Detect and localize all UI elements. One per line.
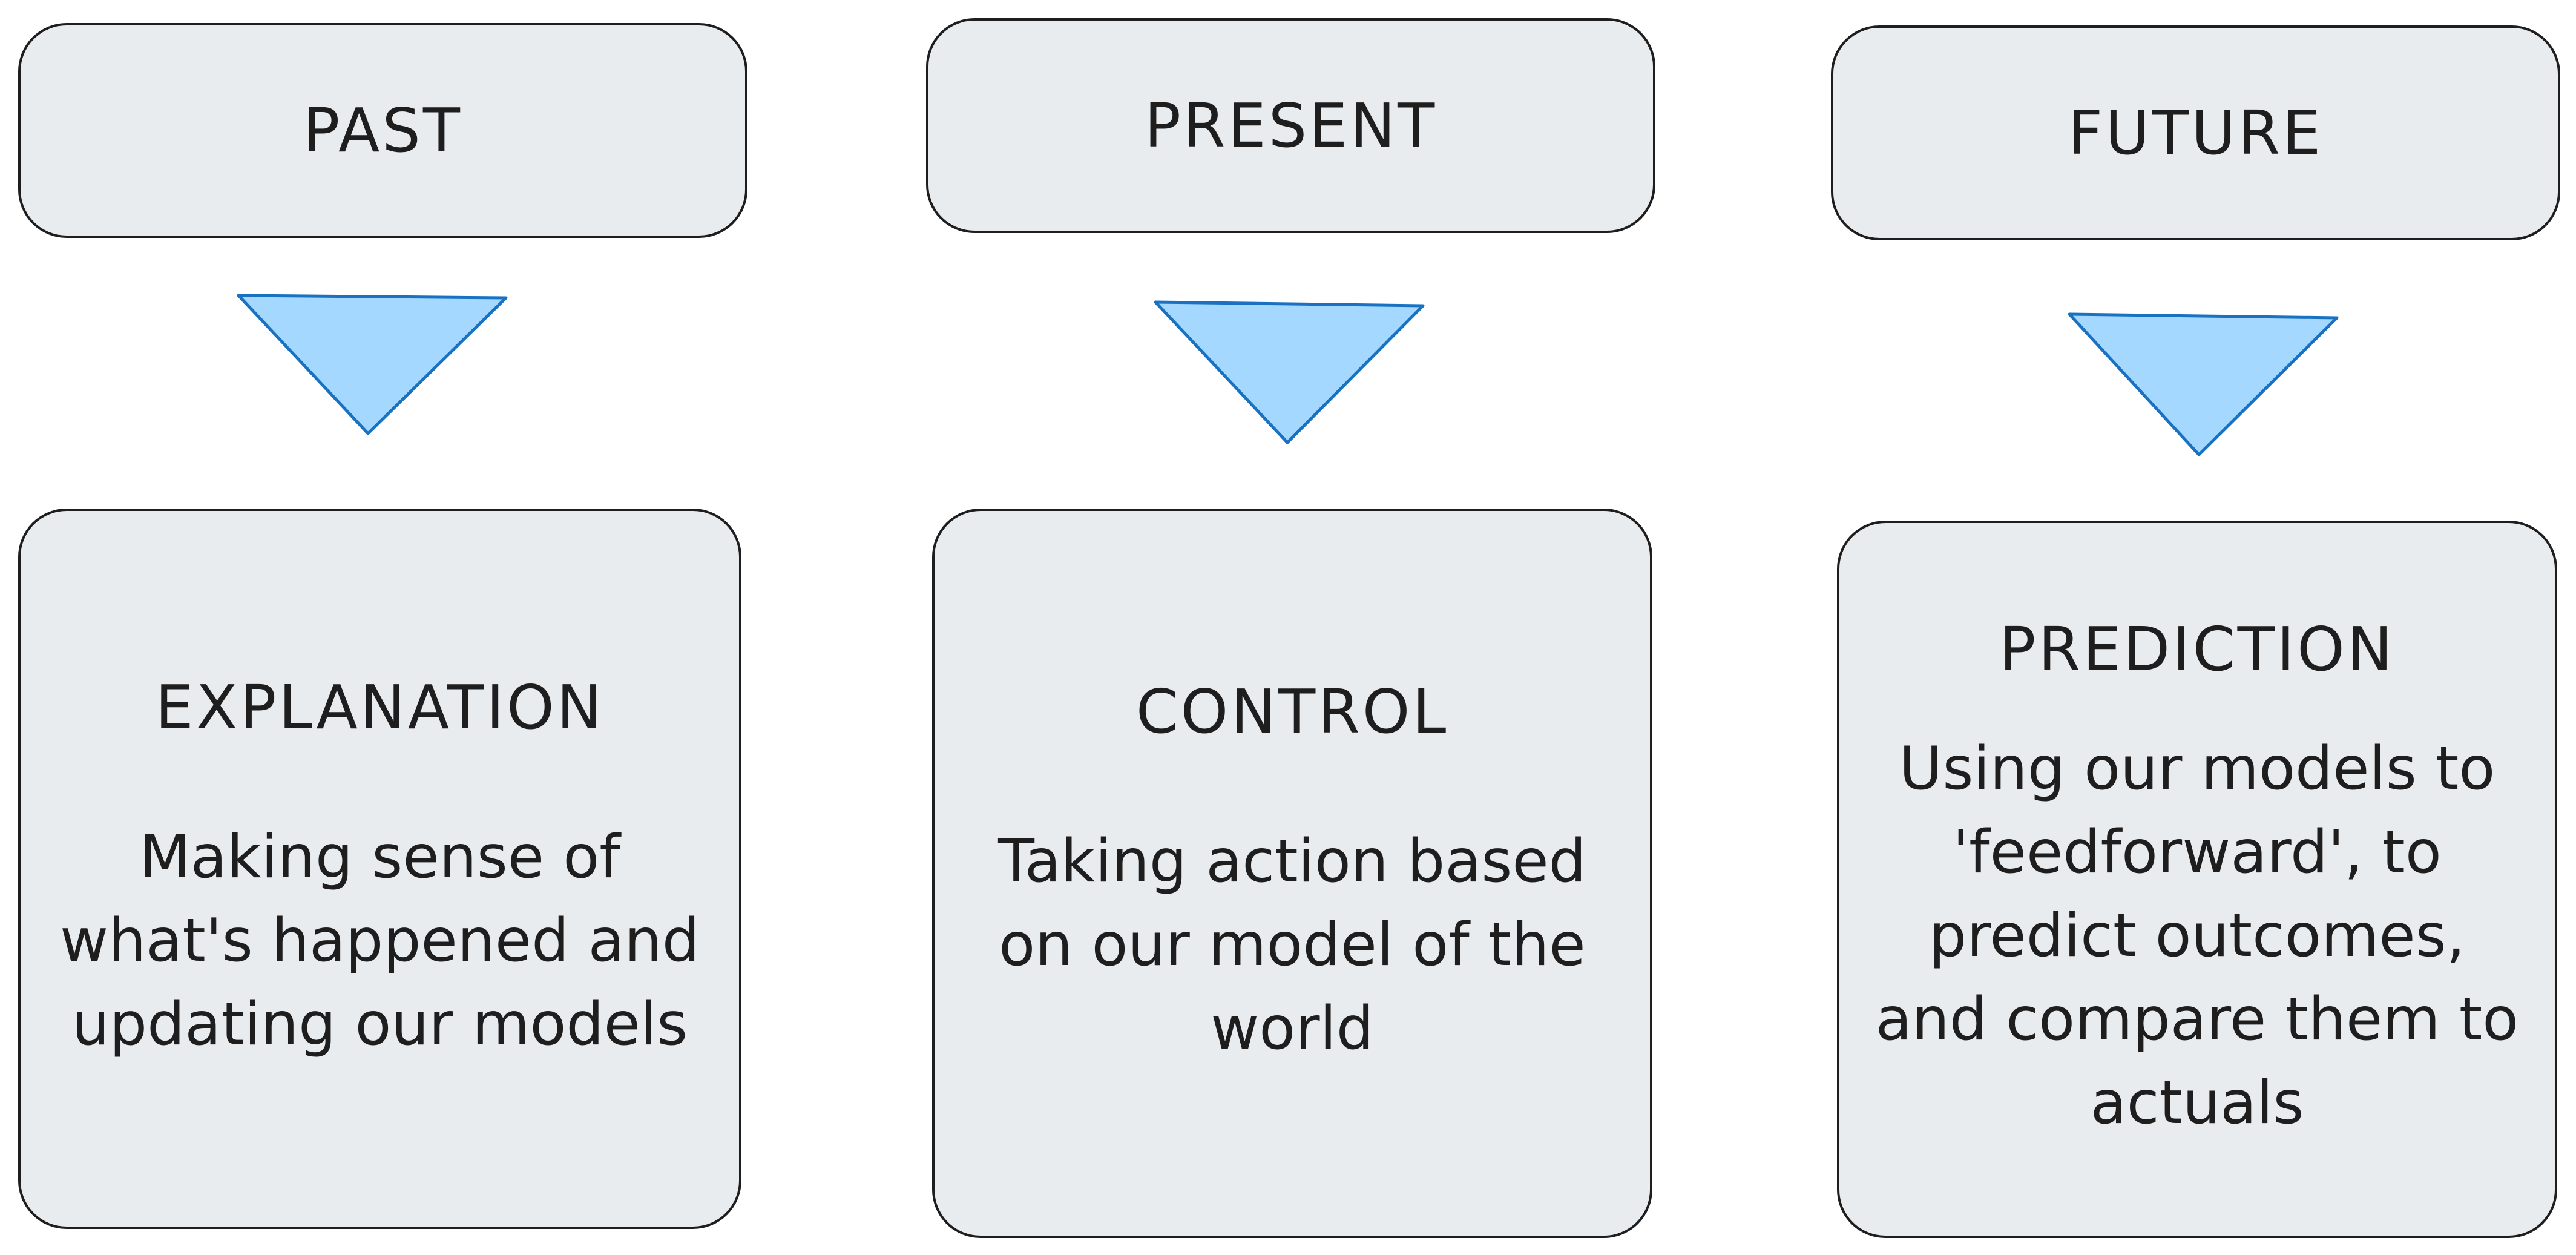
prediction-line: 'feedforward', to (1953, 818, 2442, 887)
present-header-label: PRESENT (1144, 90, 1438, 161)
explanation-description: Making sense of what's happened and upda… (60, 815, 700, 1066)
prediction-description: Using our models to 'feedforward', to pr… (1876, 727, 2519, 1145)
explanation-line: what's happened and (60, 906, 700, 975)
prediction-line: Using our models to (1899, 734, 2496, 803)
future-down-arrow-icon (2068, 312, 2339, 456)
control-line: on our model of the (999, 911, 1586, 980)
control-description: Taking action based on our model of the … (998, 820, 1586, 1070)
prediction-title: PREDICTION (1999, 614, 2395, 685)
prediction-line: actuals (2090, 1069, 2304, 1138)
present-header-box: PRESENT (926, 18, 1655, 233)
control-box: CONTROL Taking action based on our model… (932, 509, 1652, 1238)
past-header-label: PAST (303, 95, 462, 166)
explanation-line: updating our models (71, 989, 688, 1059)
prediction-line: predict outcomes, (1929, 901, 2465, 970)
control-line: world (1211, 994, 1374, 1063)
prediction-box: PREDICTION Using our models to 'feedforw… (1837, 521, 2557, 1238)
control-title: CONTROL (1135, 676, 1449, 747)
future-header-label: FUTURE (2068, 97, 2324, 168)
explanation-title: EXPLANATION (155, 671, 605, 743)
past-header-box: PAST (18, 23, 748, 238)
present-down-arrow-icon (1154, 300, 1425, 444)
past-down-arrow-icon (237, 294, 508, 435)
future-header-box: FUTURE (1831, 25, 2560, 240)
prediction-line: and compare them to (1875, 985, 2519, 1054)
explanation-box: EXPLANATION Making sense of what's happe… (18, 509, 741, 1229)
explanation-line: Making sense of (139, 822, 620, 892)
control-line: Taking action based (998, 827, 1586, 896)
